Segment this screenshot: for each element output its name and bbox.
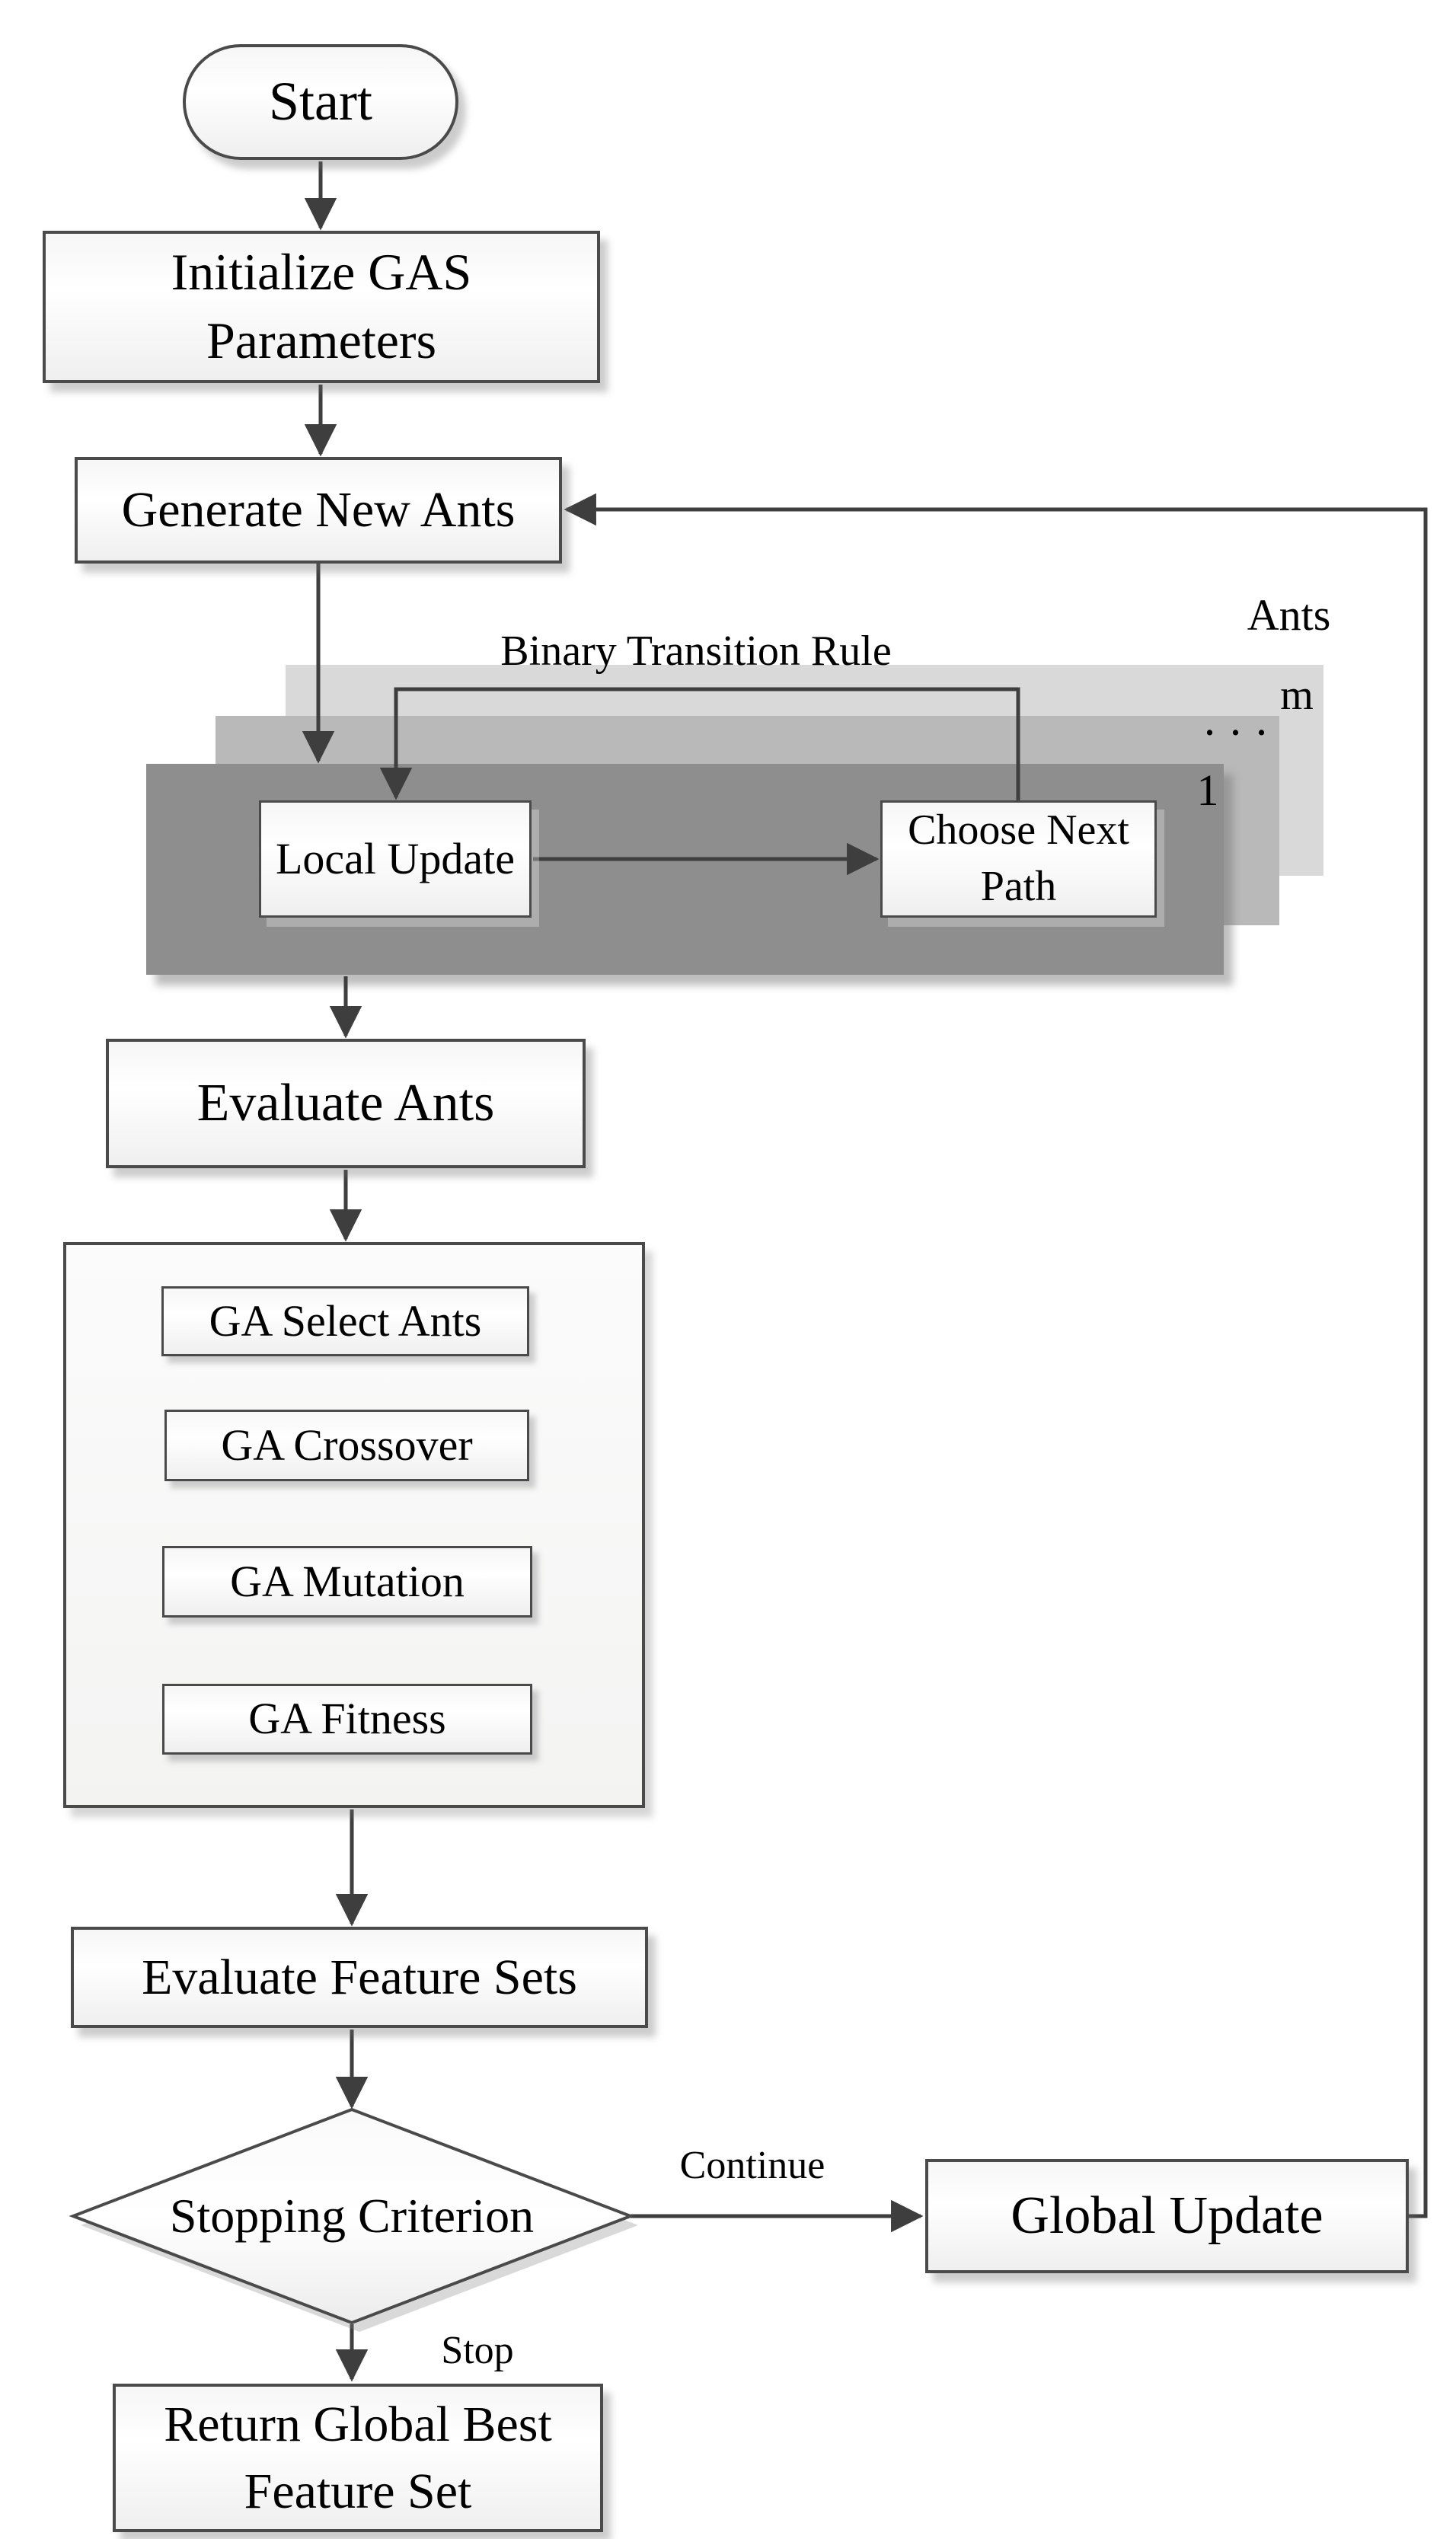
ga-fitness-node: GA Fitness <box>162 1684 532 1755</box>
ant-layer-dots-text: . . . <box>1205 705 1270 743</box>
ga-crossover-label: GA Crossover <box>221 1420 473 1470</box>
ga-select-ants-node: GA Select Ants <box>161 1286 529 1356</box>
ga-select-ants-label: GA Select Ants <box>209 1295 482 1346</box>
ants-stack-title-text: Ants <box>1247 590 1331 640</box>
ant-layer-1-text: 1 <box>1196 765 1219 815</box>
global-update-label: Global Update <box>1011 2186 1323 2245</box>
stopping-criterion-label: Stopping Criterion <box>169 2189 535 2243</box>
choose-next-path-node: Choose Next Path <box>880 800 1157 918</box>
ant-layer-m-label: m <box>1270 672 1323 719</box>
ant-layer-m-text: m <box>1280 671 1314 719</box>
global-update-node: Global Update <box>925 2159 1409 2273</box>
evaluate-feature-sets-label: Evaluate Feature Sets <box>142 1949 577 2005</box>
ga-fitness-label: GA Fitness <box>248 1694 446 1744</box>
edge-globalupdate-generate-feedback <box>564 493 1428 2218</box>
binary-transition-rule-text: Binary Transition Rule <box>500 628 892 675</box>
stopping-criterion-node: Stopping Criterion <box>119 2163 585 2269</box>
edge-binary-transition-loop <box>379 687 1020 800</box>
initialize-gas-label: Initialize GAS Parameters <box>171 243 472 369</box>
return-global-best-label: Return Global Best Feature Set <box>164 2397 552 2519</box>
start-label: Start <box>269 71 372 133</box>
ant-layer-dots-label: . . . <box>1202 705 1274 743</box>
ga-mutation-label: GA Mutation <box>230 1556 465 1606</box>
ga-mutation-node: GA Mutation <box>162 1546 532 1618</box>
evaluate-ants-label: Evaluate Ants <box>196 1073 495 1132</box>
stopping-criterion-diamond <box>69 2107 635 2325</box>
initialize-gas-node: Initialize GAS Parameters <box>43 231 600 383</box>
evaluate-ants-node: Evaluate Ants <box>106 1039 586 1168</box>
binary-transition-rule-label: Binary Transition Rule <box>468 621 924 682</box>
return-global-best-node: Return Global Best Feature Set <box>113 2384 603 2532</box>
local-update-label: Local Update <box>275 833 515 883</box>
ga-crossover-node: GA Crossover <box>164 1410 529 1481</box>
ant-layer-1-label: 1 <box>1185 765 1231 815</box>
continue-branch-label: Continue <box>661 2141 844 2189</box>
ants-stack-title: Ants <box>1218 590 1359 640</box>
local-update-node: Local Update <box>259 800 532 918</box>
continue-branch-text: Continue <box>679 2143 825 2187</box>
start-node: Start <box>183 44 458 160</box>
generate-new-ants-label: Generate New Ants <box>121 482 516 538</box>
stop-branch-label: Stop <box>420 2327 535 2373</box>
generate-new-ants-node: Generate New Ants <box>75 457 562 564</box>
stop-branch-text: Stop <box>441 2328 514 2372</box>
evaluate-feature-sets-node: Evaluate Feature Sets <box>71 1927 648 2028</box>
choose-next-path-label: Choose Next Path <box>908 806 1129 910</box>
